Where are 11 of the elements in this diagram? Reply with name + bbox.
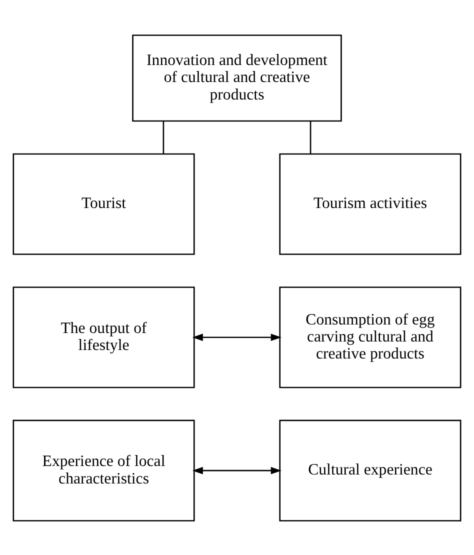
arrow	[192, 333, 282, 341]
connector	[162, 120, 164, 154]
node-box: Consumption of egg carving cultural and creative products	[279, 286, 462, 388]
node-box: Tourist	[12, 152, 195, 254]
node-box: Innovation and development of cultural and creative products	[132, 34, 342, 122]
connector	[310, 120, 312, 154]
node-box: Cultural experience	[279, 419, 462, 521]
arrow	[192, 466, 282, 474]
node-box: Tourism activities	[279, 152, 462, 254]
node-box: The output of lifestyle	[12, 286, 195, 388]
node-box: Experience of local characteristics	[12, 419, 195, 521]
